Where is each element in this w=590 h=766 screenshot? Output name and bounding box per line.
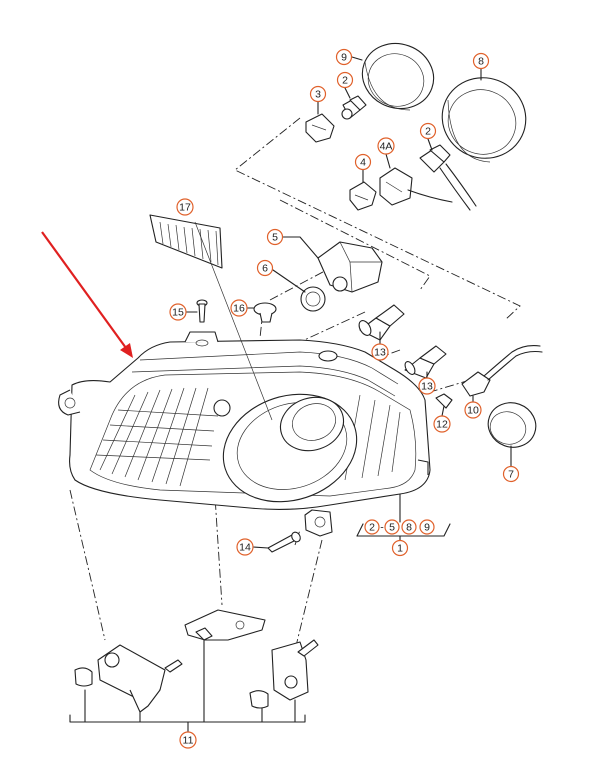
part-13-bulb-a — [358, 304, 405, 345]
group-label-item: 5 — [384, 519, 400, 535]
callout-circle — [236, 538, 254, 556]
svg-text:8: 8 — [406, 522, 412, 534]
callout-label: 1 — [397, 543, 403, 555]
callout-circle — [502, 465, 520, 483]
part-2-bulb-top — [341, 87, 367, 120]
callout-circle — [256, 259, 274, 277]
part-12-small-bulb — [435, 393, 453, 417]
callout-circle — [336, 71, 354, 89]
callout-circle — [472, 52, 490, 70]
part-4a-socket — [379, 153, 453, 206]
part-3-clip — [305, 101, 335, 143]
callout-label: 3 — [315, 89, 321, 101]
callout-label: 2 — [342, 75, 348, 87]
part-16-cap — [246, 302, 277, 323]
callout-c16: 16 — [230, 299, 248, 317]
callout-c3: 3 — [309, 85, 327, 103]
part-8-ring — [441, 68, 527, 163]
callout-c6: 6 — [256, 259, 274, 277]
callout-label: 5 — [272, 232, 278, 244]
callout-c13a: 13 — [371, 343, 389, 361]
callout-c8: 8 — [472, 52, 490, 70]
callout-circle — [371, 343, 389, 361]
part-17-label-sheet — [149, 214, 273, 421]
callout-circle — [169, 303, 187, 321]
callout-label: 11 — [183, 735, 194, 747]
callout-label: 7 — [508, 469, 514, 481]
svg-text:2: 2 — [369, 522, 375, 534]
callout-c2a: 2 — [336, 71, 354, 89]
part-7-cap — [487, 402, 537, 467]
callout-c17: 17 — [176, 198, 194, 216]
callout-c13b: 13 — [418, 377, 436, 395]
group-label-item: 8 — [401, 519, 417, 535]
callout-label: 10 — [467, 405, 479, 417]
callout-circle — [464, 401, 482, 419]
callout-circle — [354, 153, 372, 171]
callout-circle — [335, 48, 353, 66]
callout-label: 13 — [374, 347, 386, 359]
callout-label: 14 — [239, 542, 251, 554]
callout-c14: 14 — [236, 538, 254, 556]
callout-circle — [266, 228, 284, 246]
callout-circle — [419, 122, 437, 140]
callout-circle — [377, 137, 395, 155]
callout-circle — [418, 377, 436, 395]
svg-text:5: 5 — [389, 522, 395, 534]
callout-circle — [176, 198, 194, 216]
callout-label: 2 — [425, 126, 431, 138]
part-6-seal-ring — [272, 269, 326, 312]
svg-text:-: - — [380, 522, 384, 534]
callout-c4: 4 — [354, 153, 372, 171]
callout-label: 9 — [341, 52, 347, 64]
group-label-item: 2 — [364, 519, 380, 535]
part-5-xenon-igniter — [282, 236, 383, 293]
callout-label: 15 — [172, 307, 184, 319]
red-pointer-arrow — [41, 231, 133, 358]
callout-c12: 12 — [433, 415, 451, 433]
svg-text:9: 9 — [424, 522, 430, 534]
part-11-bracket-right — [249, 639, 319, 709]
callout-c1: 1 — [391, 539, 409, 557]
part-4-clip — [349, 169, 377, 211]
callout-label: 12 — [436, 419, 448, 431]
callout-circle — [391, 539, 409, 557]
callout-circle — [179, 731, 197, 749]
callout-circle — [309, 85, 327, 103]
callout-c4a: 4A — [377, 137, 395, 155]
callout-label: 4 — [360, 157, 366, 169]
callout-label: 6 — [262, 263, 268, 275]
part-15-screw — [185, 299, 208, 323]
callout-label: 17 — [179, 202, 191, 214]
callout-c15: 15 — [169, 303, 187, 321]
callout-c10: 10 — [464, 401, 482, 419]
callout-c11: 11 — [179, 731, 197, 749]
group-label-item: 9 — [419, 519, 435, 535]
callout-label: 8 — [478, 56, 484, 68]
part-2-bulb-right — [419, 138, 477, 211]
callout-c2b: 2 — [419, 122, 437, 140]
group-label-item: - — [380, 522, 384, 534]
part-13-bulb-b — [404, 345, 447, 379]
callout-circle — [230, 299, 248, 317]
callout-c9: 9 — [335, 48, 353, 66]
headlight-housing — [58, 331, 431, 537]
group-bracket-11 — [69, 639, 306, 733]
callout-label: 16 — [233, 303, 245, 315]
part-11-bracket-left — [74, 644, 183, 713]
callout-label: 4A — [380, 141, 393, 153]
part-9-ring — [351, 42, 435, 111]
callout-label: 13 — [421, 381, 433, 393]
part-11-bracket-center — [184, 609, 266, 641]
callout-c5: 5 — [266, 228, 284, 246]
callout-c7: 7 — [502, 465, 520, 483]
part-10-socket-wire — [461, 345, 543, 403]
part-14-screw — [252, 531, 301, 553]
callout-circle — [433, 415, 451, 433]
